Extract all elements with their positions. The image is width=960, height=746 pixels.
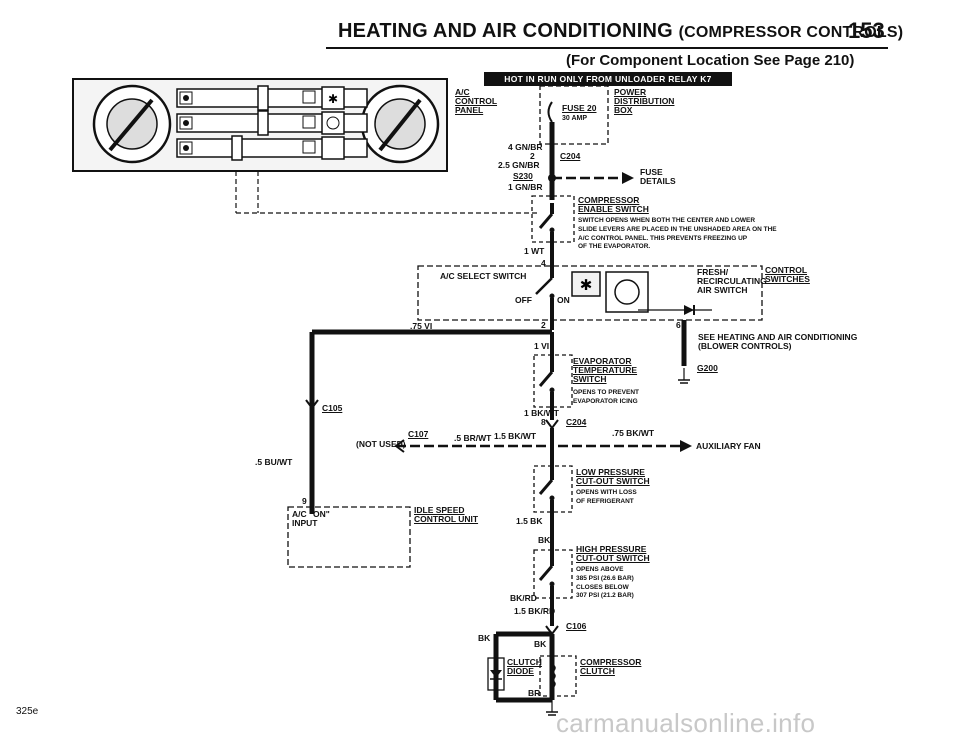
wire-15bk: 1.5 BK — [516, 516, 543, 526]
wire-1gnbr: 1 GN/BR — [508, 182, 543, 192]
not-used-label: (NOT USED) — [356, 439, 406, 449]
c204-top-label: C204 — [560, 151, 581, 161]
wire-bk-left: BK — [478, 633, 491, 643]
auxiliary-fan-label: AUXILIARY FAN — [696, 441, 761, 451]
fuse-amp-label: 30 AMP — [562, 115, 588, 122]
off-label: OFF — [515, 295, 532, 305]
wire-5buwt: .5 BU/WT — [255, 457, 293, 467]
compressor-enable-note: SWITCH OPENS WHEN BOTH THE CENTER AND LO… — [578, 217, 777, 251]
ac-select-switch-label: A/C SELECT SWITCH — [440, 271, 527, 281]
pin4-label: 4 — [541, 258, 546, 268]
wire-bkrd: BK/RD — [510, 593, 537, 603]
wire-15bkrd: 1.5 BK/RD — [514, 606, 556, 616]
see-heating-label: SEE HEATING AND AIR CONDITIONING(BLOWER … — [698, 332, 858, 351]
power-distribution-box — [539, 85, 609, 145]
fuse-label: FUSE 20 — [562, 103, 597, 113]
svg-text:✱: ✱ — [328, 92, 338, 106]
header-rule — [326, 47, 888, 49]
hot-banner: HOT IN RUN ONLY FROM UNLOADER RELAY K7 — [484, 72, 732, 86]
c107-label: C107 — [408, 429, 429, 439]
component-location-note: (For Component Location See Page 210) — [566, 52, 855, 69]
pin6-label: 6 — [676, 320, 681, 330]
title-sub: (COMPRESSOR CONTROLS) — [678, 24, 904, 41]
page-number: 153 — [848, 18, 885, 43]
page-title: HEATING AND AIR CONDITIONING (COMPRESSOR… — [338, 20, 903, 43]
wire-25gnbr: 2.5 GN/BR — [498, 160, 540, 170]
wire-br: BR — [528, 688, 541, 698]
wire-75bkwt: .75 BK/WT — [612, 428, 655, 438]
ac-on-input-label: A/C "ON"INPUT — [292, 509, 330, 528]
c106-label: C106 — [566, 621, 587, 631]
wire-75vi: .75 VI — [410, 321, 433, 331]
pin2-label: 2 — [541, 320, 546, 330]
wire-1wt: 1 WT — [524, 246, 545, 256]
c105-label: C105 — [322, 403, 343, 413]
wire-1vi: 1 VI — [534, 341, 550, 351]
svg-text:✱: ✱ — [580, 276, 593, 294]
wire-4gnbr: 4 GN/BR — [508, 142, 543, 152]
wire-1bkwt: 1 BK/WT — [524, 408, 559, 418]
pin8-label: 8 — [541, 417, 546, 427]
title-main: HEATING AND AIR CONDITIONING — [338, 20, 673, 42]
s230-label: S230 — [513, 171, 533, 181]
c204-mid-label: C204 — [566, 417, 587, 427]
ac-control-panel-illustration: ✱ — [72, 78, 448, 172]
c204-pin2: 2 — [530, 151, 535, 161]
wire-bk: BK — [538, 535, 551, 545]
wire-5brwt: .5 BR/WT — [454, 433, 492, 443]
page-footer-code: 325e — [16, 706, 39, 717]
pin9-label: 9 — [302, 496, 307, 506]
on-label: ON — [557, 295, 570, 305]
wire-bk-right: BK — [534, 639, 547, 649]
watermark: carmanualsonline.info — [556, 708, 816, 738]
g200-label: G200 — [697, 363, 718, 373]
wire-15bkwt: 1.5 BK/WT — [494, 431, 537, 441]
